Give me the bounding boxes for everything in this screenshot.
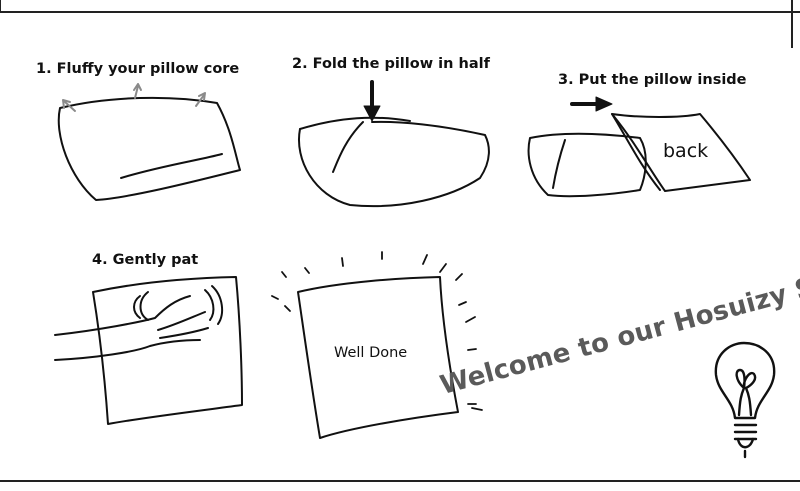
step1-pillow-drawing: [57, 96, 241, 201]
top-border: [0, 11, 800, 13]
step2-folded-pillow: [298, 116, 490, 208]
arrow-up-icon: [133, 83, 142, 99]
back-label: back: [663, 140, 709, 162]
arrow-up-icon: [62, 99, 76, 112]
hand-icon: [54, 285, 224, 361]
step5-finished-pillow: [297, 276, 459, 439]
arrow-up-icon: [195, 92, 206, 107]
step-4-label: 4. Gently pat: [92, 252, 199, 268]
left-border-stub: [0, 0, 1, 12]
step4-pillow: [92, 276, 243, 425]
step-2-label: 2. Fold the pillow in half: [292, 56, 490, 72]
step3-pillow-and-cover: [527, 113, 751, 198]
step-3-label: 3. Put the pillow inside: [558, 72, 747, 88]
light-bulb-icon: [714, 341, 776, 459]
arrow-down-icon: [363, 80, 381, 122]
arrow-right-icon: [570, 96, 613, 112]
well-done-label: Well Done: [334, 345, 408, 361]
bottom-border: [0, 480, 800, 482]
step-1-label: 1. Fluffy your pillow core: [36, 61, 240, 77]
sparkle-lines: [271, 251, 483, 411]
right-border-stub: [791, 0, 793, 48]
